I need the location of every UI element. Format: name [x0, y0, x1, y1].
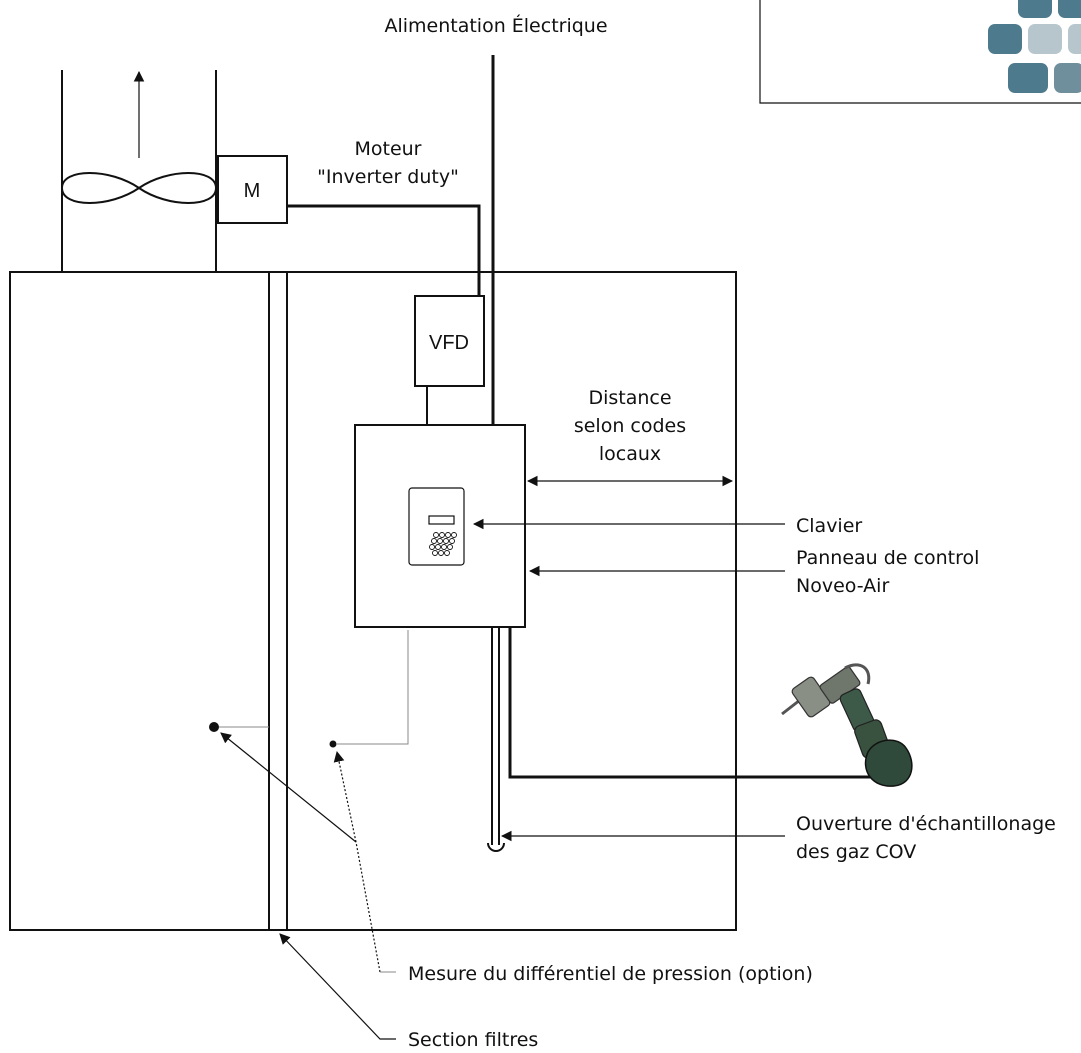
power-supply-label: Alimentation Électrique	[384, 14, 607, 37]
motor-label-line1: Moteur	[354, 138, 421, 160]
pressure-tap-right	[329, 630, 409, 748]
noveo-logo-icon	[759, 0, 1081, 104]
keypad-icon	[408, 487, 465, 566]
keypad-label: Clavier	[796, 515, 862, 537]
control-panel	[354, 424, 526, 628]
motor: M	[217, 155, 288, 224]
filters-label: Section filtres	[408, 1029, 538, 1051]
probe-cable	[508, 627, 880, 779]
sampling-tube	[487, 627, 505, 852]
fan-icon	[60, 172, 218, 204]
distance-label-line3: locaux	[599, 443, 661, 465]
panel-label-line1: Panneau de control	[796, 547, 979, 569]
gas-probe-icon	[781, 663, 913, 787]
pressure-tap-left	[209, 722, 269, 732]
vfd-label: VFD	[429, 332, 469, 354]
pressure-label: Mesure du différentiel de pression (opti…	[408, 963, 813, 985]
distance-label-line1: Distance	[588, 387, 671, 409]
sampling-label-line1: Ouverture d'échantillonage	[796, 813, 1056, 835]
filter-callout	[279, 933, 396, 1040]
exhaust-stack	[61, 70, 217, 272]
motor-label-line2: "Inverter duty"	[317, 166, 459, 188]
motor-cable	[287, 204, 481, 296]
motor-box-label: M	[244, 180, 261, 202]
distance-label-line2: selon codes	[574, 415, 686, 437]
filter-section	[268, 272, 288, 930]
panel-label-line2: Noveo-Air	[796, 575, 889, 597]
pressure-callout	[220, 732, 396, 973]
air-handler-cabinet	[9, 271, 737, 931]
vfd-box: VFD	[414, 295, 485, 387]
sampling-label-line2: des gaz COV	[796, 841, 916, 863]
